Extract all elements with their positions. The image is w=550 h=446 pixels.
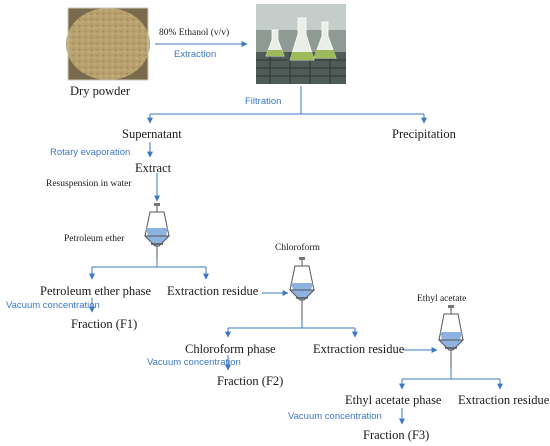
extraction-residue-3-label: Extraction residue: [458, 393, 550, 407]
vacuum-concentration-1-step: Vacuum concentration: [6, 300, 100, 311]
petroleum-ether-phase-label: Petroleum ether phase: [40, 284, 152, 298]
precipitation-label: Precipitation: [392, 127, 456, 141]
extraction-step: Extraction: [174, 49, 217, 60]
extraction-residue-1-label: Extraction residue: [167, 284, 259, 298]
petroleum-ether-label: Petroleum ether: [64, 234, 125, 244]
filtration-connector: [147, 86, 427, 124]
separatory-funnel-3: [437, 305, 465, 368]
chloroform-phase-label: Chloroform phase: [185, 342, 276, 356]
vacuum-concentration-3-step: Vacuum concentration: [288, 411, 382, 422]
fraction-f2-label: Fraction (F2): [217, 374, 284, 388]
vacuum-concentration-2-step: Vacuum concentration: [147, 357, 241, 368]
extract-label: Extract: [135, 161, 172, 175]
fraction-f3-label: Fraction (F3): [363, 428, 430, 442]
funnel1-connector: [89, 258, 289, 313]
extraction-residue-2-label: Extraction residue: [313, 342, 405, 356]
chloroform-label: Chloroform: [275, 243, 320, 253]
extraction-apparatus-photo: [256, 4, 346, 84]
filtration-step: Filtration: [245, 96, 282, 107]
separatory-funnel-2: [288, 257, 316, 320]
ethanol-label: 80% Ethanol (v/v): [159, 28, 230, 38]
dry-powder-photo: [66, 7, 150, 81]
funnel2-connector: [225, 320, 438, 371]
rotary-evaporation-step: Rotary evaporation: [50, 147, 131, 158]
resuspension-step: Resuspension in water: [46, 179, 132, 189]
fraction-f1-label: Fraction (F1): [71, 317, 138, 331]
ethyl-acetate-label: Ethyl acetate: [417, 294, 467, 304]
supernatant-label: Supernatant: [122, 127, 182, 141]
separatory-funnel-1: [143, 203, 171, 258]
ethyl-acetate-phase-label: Ethyl acetate phase: [345, 393, 442, 407]
dry-powder-label: Dry powder: [70, 84, 131, 98]
funnel3-connector: [399, 368, 503, 425]
